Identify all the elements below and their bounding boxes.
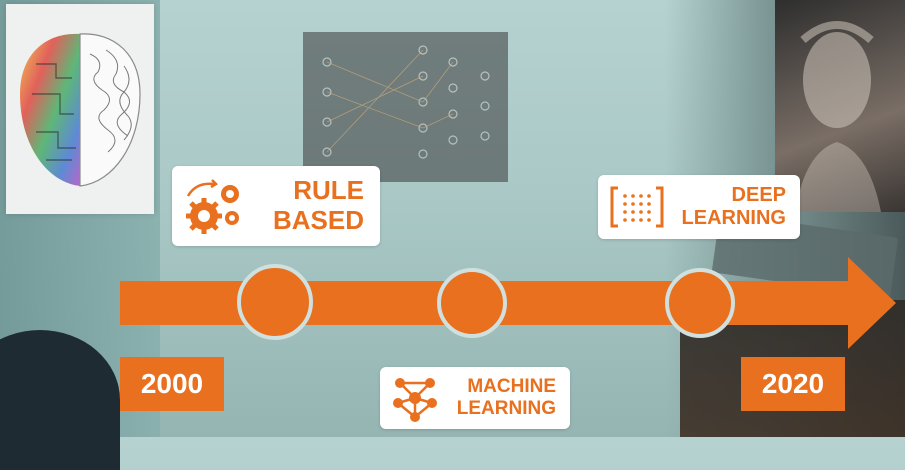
milestone-deep-learning — [665, 268, 735, 338]
end-year-label: 2020 — [761, 368, 825, 399]
end-year-box: 2020 — [741, 357, 845, 411]
timeline-arrow-head — [848, 257, 896, 349]
start-year-label: 2000 — [140, 368, 204, 399]
rule-based-label-line2: BASED — [272, 205, 364, 235]
portrait-poster — [775, 0, 905, 212]
gears-icon — [182, 174, 246, 238]
brain-poster — [6, 4, 154, 214]
deep-learning-label-line1: DEEP — [731, 184, 786, 206]
network-poster — [303, 32, 508, 182]
machine-learning-label-line1: MACHINE — [467, 376, 556, 398]
neural-network-icon — [390, 373, 440, 423]
machine-learning-card: MACHINE LEARNING — [380, 367, 570, 429]
matrix-brackets-icon — [608, 184, 666, 230]
rule-based-card: RULE BASED — [172, 166, 380, 246]
milestone-rule-based — [237, 264, 313, 340]
deep-learning-label-line2: LEARNING — [681, 207, 786, 229]
machine-learning-label-line2: LEARNING — [456, 398, 556, 419]
rule-based-label-line1: RULE — [293, 175, 364, 206]
deep-learning-card: DEEP LEARNING — [598, 175, 800, 239]
start-year-box: 2000 — [120, 357, 224, 411]
milestone-machine-learning — [437, 268, 507, 338]
